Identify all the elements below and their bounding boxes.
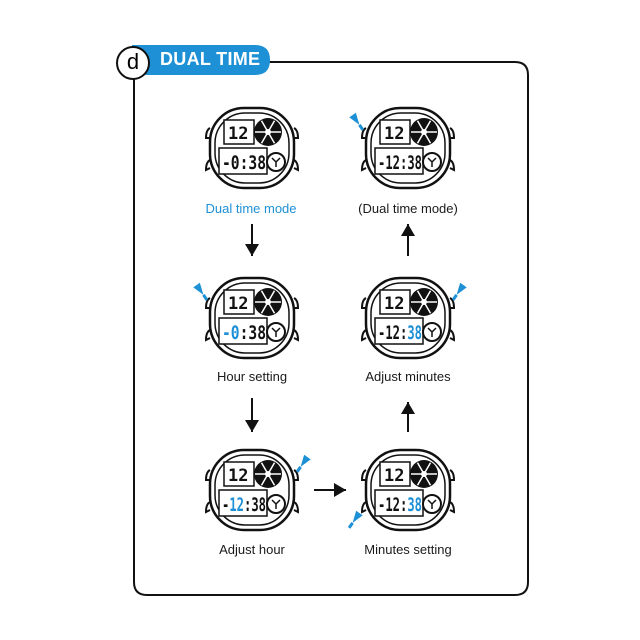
arrow-up-icon <box>401 402 415 432</box>
watch-face-step-2: 12 -0:38 <box>193 276 300 360</box>
watch-top-digits: 12 <box>384 466 404 486</box>
watch-top-digits: 12 <box>228 294 248 314</box>
button-press-indicator-icon <box>193 282 209 301</box>
watch-top-digits: 12 <box>228 124 248 144</box>
arrow-up-icon <box>401 224 415 256</box>
watch-face-step-6: 12 -12:38 <box>349 106 456 190</box>
section-letter-badge: d <box>116 46 150 80</box>
watch-top-digits: 12 <box>228 466 248 486</box>
arrow-down-icon <box>245 224 259 256</box>
watch-time-display: -12:38 <box>378 494 422 516</box>
watch-face-step-1: 12 -0:38 <box>204 106 300 190</box>
step-label-dual-time-mode: Dual time mode <box>205 201 297 216</box>
step-label-dual-time-return: (Dual time mode) <box>358 201 458 216</box>
watch-time-display: -0:38 <box>222 152 266 174</box>
watch-time-display: -0:38 <box>222 322 266 344</box>
watch-face-step-4: 12 -12:38 <box>347 448 456 532</box>
watch-time-display: -12:38 <box>378 152 422 174</box>
watch-top-digits: 12 <box>384 124 404 144</box>
watch-time-display: -12:38 <box>222 494 266 516</box>
button-press-indicator-icon <box>349 112 365 131</box>
button-press-indicator-icon <box>451 282 467 301</box>
section-frame <box>133 61 529 596</box>
button-press-indicator-icon <box>295 454 311 473</box>
step-label-minutes-setting: Minutes setting <box>364 542 452 557</box>
watch-time-display: -12:38 <box>378 322 422 344</box>
watch-face-step-3: 12 -12:38 <box>204 448 311 532</box>
section-header-tab <box>132 45 270 75</box>
step-label-hour-setting: Hour setting <box>216 369 288 384</box>
watch-face-step-5: 12 -12:38 <box>360 276 467 360</box>
arrow-right-icon <box>314 483 346 497</box>
section-title: DUAL TIME <box>160 49 261 69</box>
step-label-adjust-minutes: Adjust minutes <box>365 369 451 384</box>
arrow-down-icon <box>245 398 259 432</box>
watch-top-digits: 12 <box>384 294 404 314</box>
step-label-adjust-hour: Adjust hour <box>219 542 285 557</box>
button-press-indicator-icon <box>347 510 363 529</box>
